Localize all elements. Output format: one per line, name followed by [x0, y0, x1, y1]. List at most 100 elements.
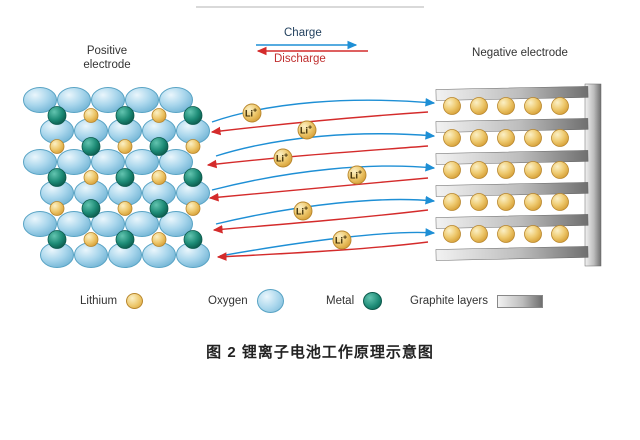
lithium-sphere	[443, 129, 461, 147]
graphite-layer	[435, 118, 589, 133]
lithium-sphere	[151, 232, 167, 247]
positive-electrode-lattice	[23, 87, 210, 268]
metal-sphere	[47, 106, 67, 125]
lithium-sphere	[443, 161, 461, 179]
lithium-sphere	[497, 161, 515, 179]
li-ion: Li+	[332, 230, 352, 250]
metal-sphere	[81, 199, 101, 218]
oxygen-sphere	[57, 211, 91, 237]
lithium-sphere	[497, 129, 515, 147]
li-ion-sphere	[347, 165, 367, 185]
li-ion-label: Li+	[335, 235, 347, 246]
lithium-sphere	[551, 97, 569, 115]
graphite-layer	[435, 150, 589, 165]
oxygen-sphere	[91, 211, 125, 237]
lithium-sphere	[524, 193, 542, 211]
lithium-sphere	[470, 97, 488, 115]
metal-sphere	[149, 137, 169, 156]
legend-item-metal: Metal	[326, 288, 383, 314]
metal-sphere	[115, 106, 135, 125]
metal-sphere	[183, 230, 203, 249]
legend-item-graphite: Graphite layers	[410, 288, 543, 314]
metal-sphere	[115, 230, 135, 249]
discharge-path-arrows	[206, 111, 429, 261]
metal-sphere	[183, 106, 203, 125]
charge-path-arrow	[215, 195, 436, 225]
top-rule	[196, 6, 424, 8]
li-ion: Li+	[242, 103, 262, 123]
discharge-path-arrow	[206, 145, 429, 169]
li-ion: Li+	[293, 201, 313, 221]
lithium-sphere	[443, 225, 461, 243]
metal-sphere	[115, 168, 135, 187]
li-ion-label: Li+	[245, 108, 257, 119]
lithium-sphere	[497, 97, 515, 115]
discharge-path-arrow	[210, 111, 429, 136]
li-ion-sphere	[273, 148, 293, 168]
oxygen-sphere	[57, 87, 91, 113]
lithium-sphere	[185, 201, 201, 216]
lithium-sphere	[83, 170, 99, 185]
lithium-sphere	[470, 193, 488, 211]
li-ion-label: Li+	[350, 170, 362, 181]
graphite-layer	[435, 182, 589, 197]
lithium-sphere	[117, 201, 133, 216]
discharge-label: Discharge	[274, 53, 326, 65]
lithium-sphere	[551, 161, 569, 179]
charge-path-arrow	[211, 162, 436, 191]
legend-label-graphite: Graphite layers	[410, 295, 488, 307]
oxygen-sphere	[125, 211, 159, 237]
lithium-sphere	[185, 139, 201, 154]
lithium-sphere	[470, 161, 488, 179]
lithium-sphere	[524, 225, 542, 243]
lithium-sphere	[551, 129, 569, 147]
oxygen-sphere	[125, 87, 159, 113]
charge-label: Charge	[284, 27, 322, 39]
lithium-sphere	[151, 170, 167, 185]
oxygen-sphere	[125, 149, 159, 175]
graphite-layer	[435, 246, 589, 261]
oxygen-sphere	[91, 87, 125, 113]
lithium-sphere	[443, 97, 461, 115]
metal-swatch	[363, 292, 383, 310]
charge-path-arrows	[211, 98, 436, 257]
lithium-sphere	[524, 129, 542, 147]
discharge-path-arrow	[208, 177, 429, 202]
lithium-sphere	[151, 108, 167, 123]
graphite-structure	[435, 83, 602, 267]
metal-sphere	[149, 199, 169, 218]
li-ion-group: Li+ Li+ Li+ Li+ Li+ Li+	[242, 103, 367, 250]
oxygen-sphere	[57, 149, 91, 175]
oxygen-sphere	[23, 149, 57, 175]
oxygen-sphere	[91, 149, 125, 175]
lithium-sphere	[83, 232, 99, 247]
li-ion-sphere	[293, 201, 313, 221]
oxygen-sphere	[23, 211, 57, 237]
lithium-sphere	[524, 97, 542, 115]
oxygen-sphere	[159, 87, 193, 113]
metal-sphere	[81, 137, 101, 156]
lithium-swatch	[126, 293, 144, 309]
legend-item-lithium: Lithium	[80, 288, 144, 314]
li-ion-sphere	[297, 120, 317, 140]
positive-electrode-label: Positive electrode	[83, 45, 131, 72]
li-ion: Li+	[347, 165, 367, 185]
oxygen-swatch	[256, 289, 284, 313]
oxygen-sphere	[159, 149, 193, 175]
lithium-sphere	[497, 193, 515, 211]
li-ion-label: Li+	[276, 153, 288, 164]
li-ion-label: Li+	[296, 206, 308, 217]
lithium-sphere	[443, 193, 461, 211]
discharge-path-arrow	[216, 241, 429, 261]
legend-label-metal: Metal	[326, 295, 355, 307]
charge-path-arrow	[215, 131, 436, 157]
li-ion-sphere	[332, 230, 352, 250]
legend-label-lithium: Lithium	[80, 295, 118, 307]
discharge-path-arrow	[212, 209, 429, 234]
graphite-swatch	[496, 294, 543, 308]
metal-sphere	[47, 168, 67, 187]
oxygen-sphere	[159, 211, 193, 237]
li-ion-label: Li+	[300, 125, 312, 136]
graphite-layer	[435, 214, 589, 229]
